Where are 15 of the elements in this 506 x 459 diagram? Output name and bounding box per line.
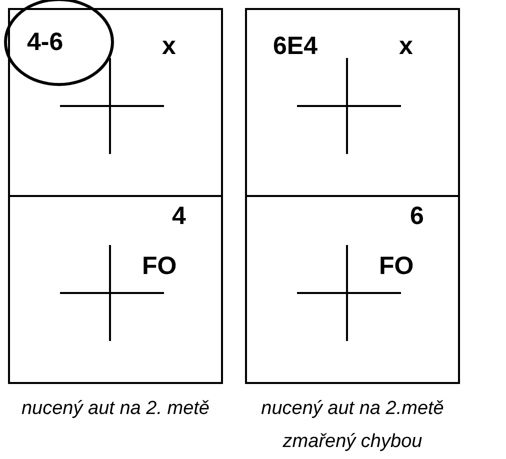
scoring-mark: x: [399, 32, 413, 60]
scoring-mark: FO: [142, 252, 177, 280]
scoring-mark: 6E4: [273, 32, 318, 60]
score-cell: [245, 8, 460, 197]
score-cell: [8, 195, 223, 384]
scoring-mark: 6: [410, 202, 424, 230]
scoring-mark: 4-6: [27, 28, 64, 56]
score-cell: [8, 8, 223, 197]
circled-mark: [4, 0, 114, 86]
scoring-mark: FO: [379, 252, 414, 280]
score-cell: [245, 195, 460, 384]
caption: nucený aut na 2.metě zmařený chybou: [260, 397, 445, 454]
scoring-mark: 4: [172, 202, 186, 230]
scoring-mark: x: [162, 32, 176, 60]
caption: nucený aut na 2. metě: [20, 397, 210, 421]
